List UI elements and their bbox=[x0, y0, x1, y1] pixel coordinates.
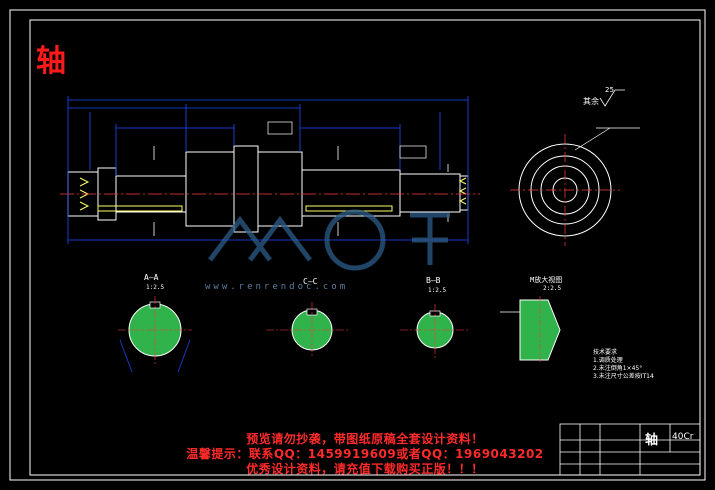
section-m-scale: 2:2.5 bbox=[543, 285, 562, 292]
title-block bbox=[559, 423, 701, 476]
notice-line-2: 温馨提示：联系QQ：1459919609或者QQ：1969043202 bbox=[186, 447, 544, 461]
title-block-part-name: 轴 bbox=[645, 433, 659, 448]
watermark-logo-icon bbox=[208, 209, 450, 271]
section-markers bbox=[153, 146, 449, 236]
tech-line: 2.未注倒角1×45° bbox=[593, 365, 643, 372]
roughness-value: 25 bbox=[605, 86, 614, 94]
section-m-detail-view bbox=[500, 296, 561, 364]
section-b-scale: 1:2.5 bbox=[428, 287, 447, 294]
section-c-view bbox=[266, 302, 350, 358]
section-b-label: B—B bbox=[426, 276, 441, 285]
tech-line: 3.未注尺寸公差按IT14 bbox=[593, 373, 654, 380]
technical-requirements: 技术要求 1.调质处理 2.未注倒角1×45° 3.未注尺寸公差按IT14 bbox=[593, 349, 654, 381]
section-a-scale: 1:2.5 bbox=[146, 284, 165, 291]
roughness-prefix: 其余 bbox=[583, 97, 599, 106]
dimension-lines bbox=[67, 96, 469, 244]
section-c-label: C—C bbox=[303, 277, 318, 286]
section-m-label: M放大视图 bbox=[530, 276, 563, 284]
tech-line: 1.调质处理 bbox=[593, 357, 623, 364]
end-view-leader bbox=[574, 127, 611, 151]
outer-border bbox=[9, 9, 706, 481]
notice-line-1: 预览请勿抄袭，带图纸原稿全套设计资料！ bbox=[246, 432, 484, 446]
title-block-material: 40Cr bbox=[672, 432, 694, 442]
watermark-url: www.renrendoc.com bbox=[205, 282, 349, 292]
tolerance-frames bbox=[267, 121, 427, 159]
notice-line-3: 优秀设计资料，请充值下载购买正版！！！ bbox=[246, 462, 484, 476]
section-b-view bbox=[400, 304, 470, 358]
drawing-title: 轴 bbox=[36, 44, 66, 79]
tech-heading: 技术要求 bbox=[593, 349, 618, 356]
shaft-main-view bbox=[67, 145, 469, 233]
section-a-view bbox=[118, 296, 192, 373]
section-a-label: A—A bbox=[144, 273, 159, 282]
roughness-symbol-icon bbox=[599, 89, 625, 107]
inner-frame bbox=[29, 19, 701, 476]
